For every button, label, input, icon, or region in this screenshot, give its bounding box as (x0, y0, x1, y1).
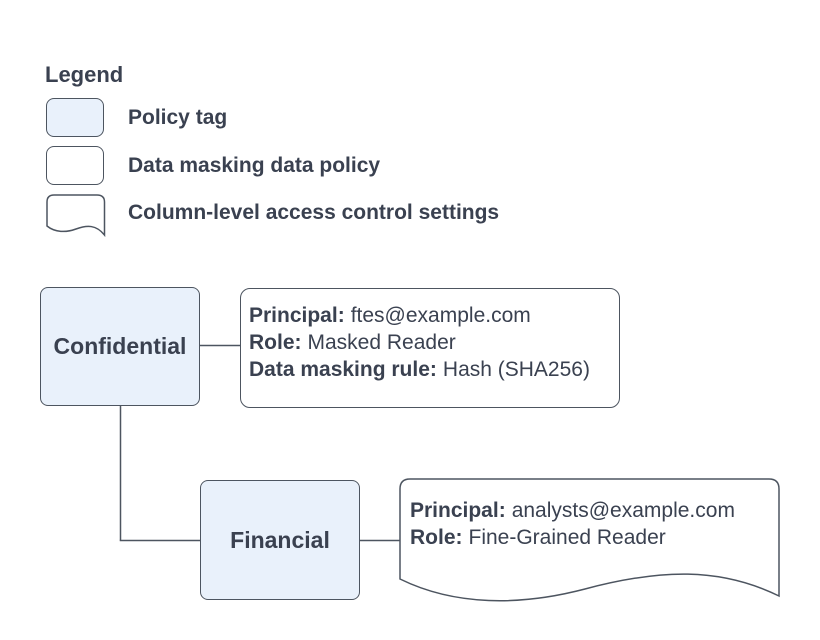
column-access-role-line: Role:Fine-Grained Reader (410, 524, 770, 551)
data-policy-principal-label: Principal: (249, 304, 345, 327)
data-policy-role-line: Role:Masked Reader (249, 329, 611, 356)
legend-label-policy-tag: Policy tag (128, 106, 228, 129)
data-policy-masking-rule-label: Data masking rule: (249, 358, 437, 381)
data-policy-principal-value: ftes@example.com (350, 304, 531, 327)
column-access-role-value: Fine-Grained Reader (468, 526, 666, 549)
data-policy-principal-line: Principal:ftes@example.com (249, 302, 611, 329)
data-masking-policy-card: Principal:ftes@example.com Role:Masked R… (240, 288, 620, 408)
legend-swatch-column-access (46, 194, 106, 238)
column-access-principal-line: Principal:analysts@example.com (410, 497, 770, 524)
legend-title: Legend (45, 62, 124, 87)
column-access-card: Principal:analysts@example.com Role:Fine… (410, 497, 770, 551)
data-policy-masking-rule-value: Hash (SHA256) (442, 358, 590, 381)
policy-tag-confidential: Confidential (40, 287, 200, 406)
data-policy-masking-rule-line: Data masking rule:Hash (SHA256) (249, 356, 611, 383)
column-access-role-label: Role: (410, 526, 463, 549)
data-policy-role-label: Role: (249, 331, 302, 354)
column-access-principal-value: analysts@example.com (511, 499, 735, 522)
legend-swatch-policy-tag (46, 98, 104, 137)
column-access-shape (399, 478, 780, 602)
legend-swatch-data-masking-policy (46, 146, 104, 185)
policy-tag-financial: Financial (200, 480, 360, 600)
column-access-principal-label: Principal: (410, 499, 506, 522)
legend-label-data-masking-policy: Data masking data policy (128, 154, 381, 177)
data-policy-role-value: Masked Reader (307, 331, 456, 354)
legend-label-column-access: Column-level access control settings (128, 201, 500, 224)
